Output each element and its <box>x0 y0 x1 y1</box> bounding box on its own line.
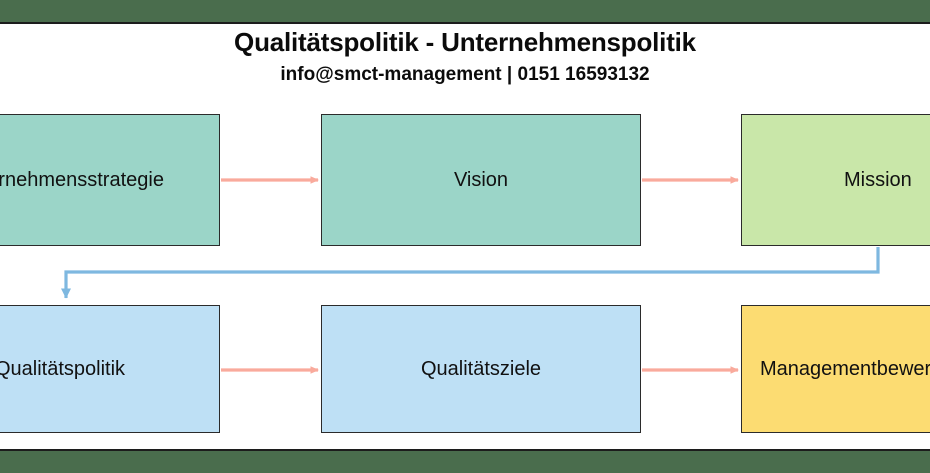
page-subtitle-contact: info@smct-management | 0151 16593132 <box>280 64 650 85</box>
node-managementbewertung[interactable]: Managementbewertung <box>741 305 930 433</box>
bottom-accent-band <box>0 449 930 473</box>
node-label: Mission <box>844 168 912 191</box>
node-label: Managementbewertung <box>760 357 930 380</box>
edge-mission-to-qualitaetspolitik <box>61 247 880 299</box>
node-mission[interactable]: Mission <box>741 114 930 246</box>
top-accent-band <box>0 0 930 24</box>
node-label: Qualitätspolitik <box>0 357 126 380</box>
node-label: Vision <box>453 168 509 191</box>
node-unternehmensstrategie[interactable]: Unternehmensstrategie <box>0 114 220 246</box>
node-qualitaetsziele[interactable]: Qualitätsziele <box>321 305 641 433</box>
page-title: Qualitätspolitik - Unternehmenspolitik <box>234 27 696 57</box>
node-label: Qualitätsziele <box>420 357 542 380</box>
node-qualitaetspolitik[interactable]: Qualitätspolitik <box>0 305 220 433</box>
node-vision[interactable]: Vision <box>321 114 641 246</box>
node-label: Unternehmensstrategie <box>0 168 164 191</box>
